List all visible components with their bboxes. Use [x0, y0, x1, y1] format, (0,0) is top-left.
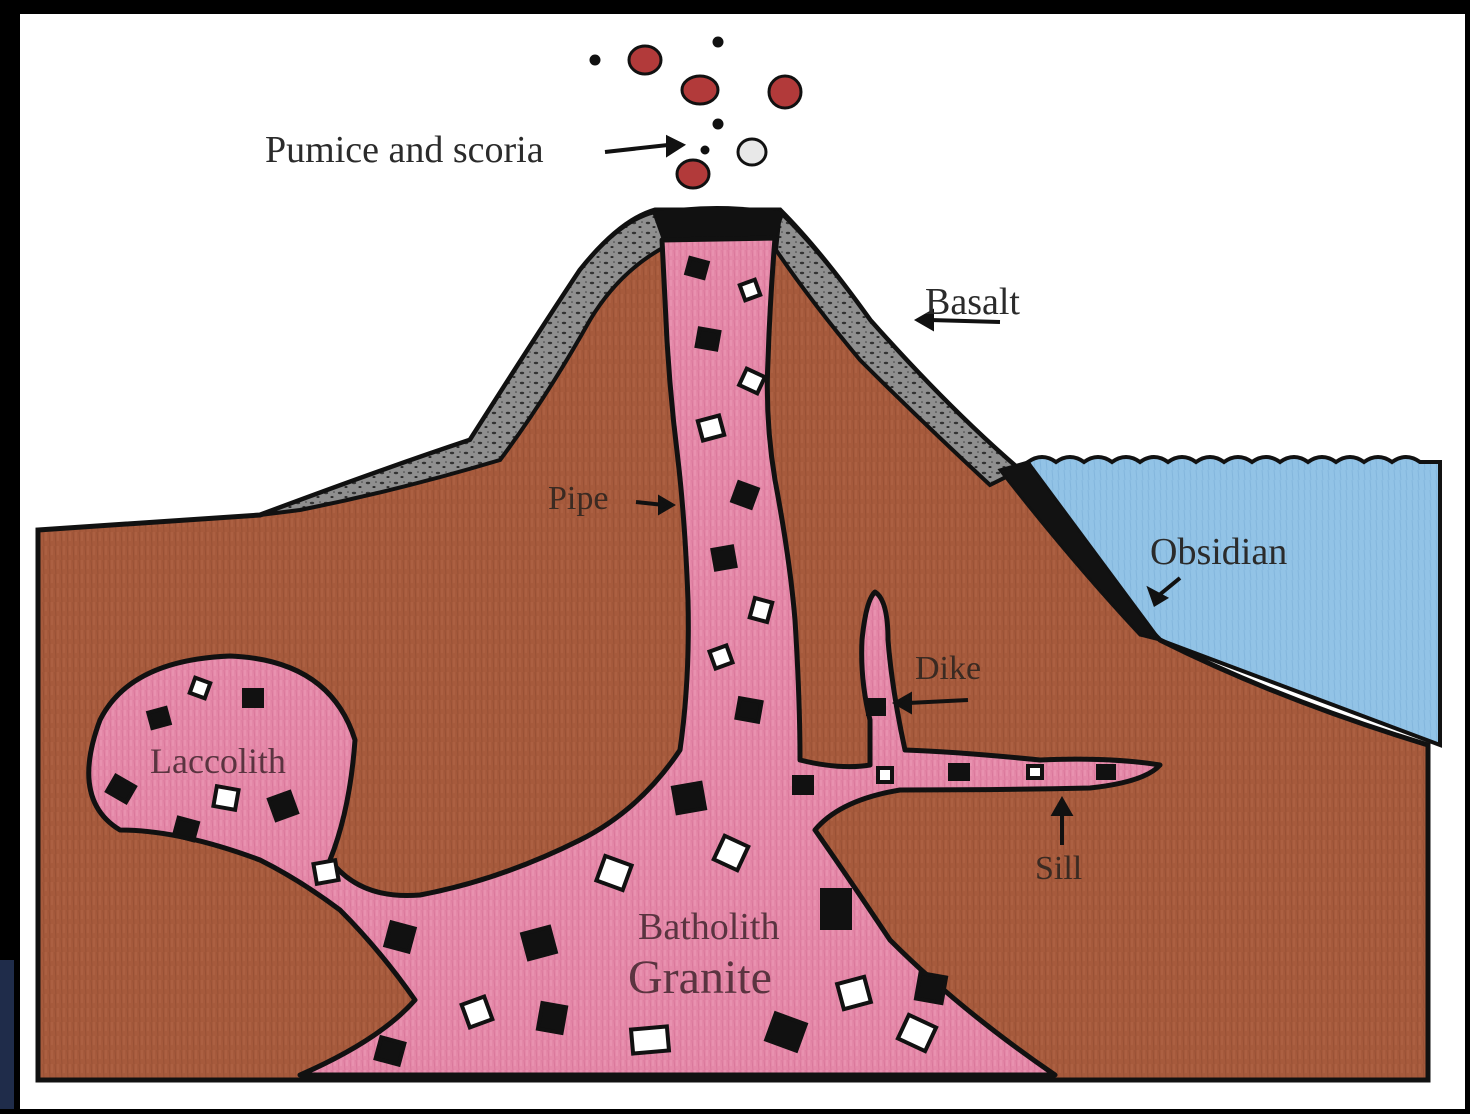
label-sill: Sill	[1035, 850, 1082, 888]
left-edge-strip	[0, 960, 14, 1109]
label-pumice-and-scoria: Pumice and scoria	[265, 128, 544, 172]
label-pipe: Pipe	[548, 480, 608, 518]
label-batholith: Batholith	[638, 905, 779, 949]
crater-cap	[652, 206, 785, 240]
label-basalt: Basalt	[925, 280, 1020, 324]
label-laccolith: Laccolith	[150, 740, 286, 782]
label-obsidian: Obsidian	[1150, 530, 1287, 574]
label-granite: Granite	[628, 950, 772, 1005]
label-dike: Dike	[915, 650, 981, 688]
